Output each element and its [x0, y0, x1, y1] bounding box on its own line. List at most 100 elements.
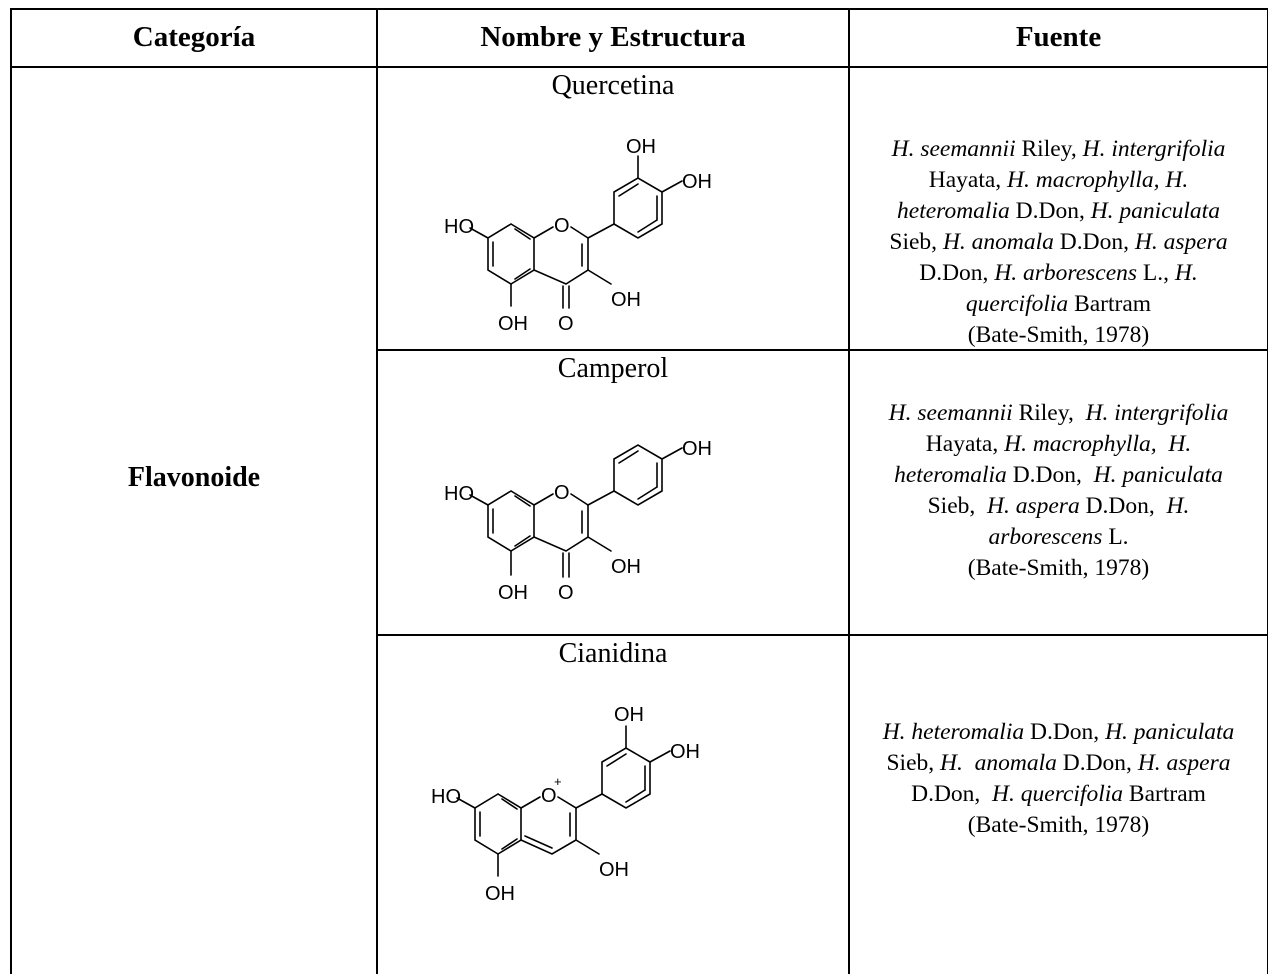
source-text: Hayata,: [925, 431, 1005, 457]
atom-oh: OH: [682, 438, 712, 460]
source-line: (Bate-Smith, 1978): [850, 810, 1267, 841]
atom-ho: HO: [444, 483, 474, 505]
header-divider: [10, 66, 1268, 68]
source-text: D.Don,: [1006, 462, 1094, 488]
row-divider-2: [376, 634, 1268, 636]
atom-ho: HO: [444, 216, 474, 238]
species-name: H. aspera: [987, 493, 1080, 519]
row-divider-1: [376, 349, 1268, 351]
species-name: H. paniculata: [1093, 462, 1223, 488]
source-text: D.Don,: [1024, 719, 1106, 745]
source-line: arborescens L.: [850, 522, 1267, 553]
table-border-top: [10, 8, 1268, 10]
atom-oh: OH: [599, 859, 629, 881]
source-line: Sieb, H. anomala D.Don, H. aspera: [850, 748, 1267, 779]
species-name: H. seemannii: [891, 136, 1016, 162]
camperol-structure-diagram: OH HO O OH OH O: [444, 438, 712, 604]
source-text: D.Don,: [1053, 229, 1135, 255]
species-name: H. heteromalia: [882, 719, 1025, 745]
source-text: (Bate-Smith, 1978): [967, 322, 1150, 348]
source-line: Sieb, H. aspera D.Don, H.: [850, 491, 1267, 522]
cianidina-structure-diagram: OH OH HO O + OH OH: [431, 704, 700, 905]
header-category: Categoría: [132, 20, 256, 53]
source-text: Sieb,: [889, 229, 943, 255]
source-text: L.,: [1137, 260, 1175, 286]
source-text: Riley,: [1015, 136, 1083, 162]
source-line: quercifolia Bartram: [850, 289, 1267, 320]
source-line: (Bate-Smith, 1978): [850, 553, 1267, 584]
source-text: Riley,: [1012, 400, 1086, 426]
atom-oh: OH: [670, 741, 700, 763]
species-name: H. paniculata: [1105, 719, 1235, 745]
source-text: D.Don,: [911, 781, 993, 807]
source-text: Hayata,: [928, 167, 1008, 193]
column-divider-1: [376, 8, 378, 974]
compound-name-quercetina: Quercetina: [551, 70, 675, 101]
source-text: (Bate-Smith, 1978): [967, 812, 1150, 838]
species-name: H. macrophylla, H.: [1004, 431, 1192, 457]
source-text: D.Don,: [919, 260, 995, 286]
atom-o-ring: O: [554, 215, 570, 237]
column-divider-2: [848, 8, 850, 974]
species-name: H. anomala: [940, 750, 1057, 776]
source-text: D.Don,: [1056, 750, 1138, 776]
source-line: Hayata, H. macrophylla, H.: [850, 165, 1267, 196]
atom-charge-plus: +: [554, 774, 562, 789]
atom-oh: OH: [614, 704, 644, 726]
header-source: Fuente: [1015, 20, 1102, 53]
source-line: D.Don, H. quercifolia Bartram: [850, 779, 1267, 810]
species-name: H. intergrifolia: [1085, 400, 1229, 426]
species-name: H. macrophylla, H.: [1007, 167, 1189, 193]
compound-table: Categoría Nombre y Estructura Fuente Fla…: [10, 8, 1268, 974]
source-line: Hayata, H. macrophylla, H.: [850, 429, 1267, 460]
source-text: (Bate-Smith, 1978): [967, 555, 1150, 581]
species-name: H.: [1174, 260, 1198, 286]
atom-o-ring: O: [541, 785, 557, 807]
source-line: H. seemannii Riley, H. intergrifolia: [850, 134, 1267, 165]
species-name: arborescens: [988, 524, 1103, 550]
source-text: D.Don,: [1079, 493, 1167, 519]
source-line: Sieb, H. anomala D.Don, H. aspera: [850, 227, 1267, 258]
table-border-left: [10, 8, 12, 974]
species-name: H. intergrifolia: [1082, 136, 1226, 162]
species-name: heteromalia: [894, 462, 1007, 488]
species-name: H. aspera: [1134, 229, 1228, 255]
source-line: heteromalia D.Don, H. paniculata: [850, 460, 1267, 491]
atom-oh: OH: [485, 883, 515, 905]
atom-oh: OH: [682, 171, 712, 193]
species-name: quercifolia: [965, 291, 1069, 317]
atom-o-keto: O: [558, 582, 574, 604]
header-name-structure: Nombre y Estructura: [480, 20, 746, 53]
atom-oh: OH: [626, 136, 656, 158]
species-name: H. aspera: [1137, 750, 1231, 776]
species-name: H. arborescens: [994, 260, 1138, 286]
atom-o-keto: O: [558, 313, 574, 335]
source-text: D.Don,: [1009, 198, 1091, 224]
source-line: (Bate-Smith, 1978): [850, 320, 1267, 351]
compound-name-camperol: Camperol: [557, 353, 669, 384]
quercetina-structure-diagram: OH OH HO O OH OH O: [444, 136, 712, 335]
species-name: H. seemannii: [888, 400, 1013, 426]
atom-o-ring: O: [554, 482, 570, 504]
species-name: H. paniculata: [1090, 198, 1220, 224]
atom-ho: HO: [431, 786, 461, 808]
category-cell: Flavonoide: [127, 462, 261, 493]
source-line: heteromalia D.Don, H. paniculata: [850, 196, 1267, 227]
source-text: Sieb,: [886, 750, 940, 776]
atom-oh: OH: [611, 556, 641, 578]
source-text: L.: [1102, 524, 1129, 550]
source-line: H. seemannii Riley, H. intergrifolia: [850, 398, 1267, 429]
compound-name-cianidina: Cianidina: [558, 638, 668, 669]
atom-oh: OH: [498, 313, 528, 335]
source-text: Bartram: [1068, 291, 1152, 317]
atom-oh: OH: [611, 289, 641, 311]
species-name: H.: [1166, 493, 1190, 519]
source-text: Sieb,: [927, 493, 987, 519]
source-line: H. heteromalia D.Don, H. paniculata: [850, 717, 1267, 748]
source-text: Bartram: [1123, 781, 1206, 807]
species-name: H. quercifolia: [992, 781, 1124, 807]
atom-oh: OH: [498, 582, 528, 604]
